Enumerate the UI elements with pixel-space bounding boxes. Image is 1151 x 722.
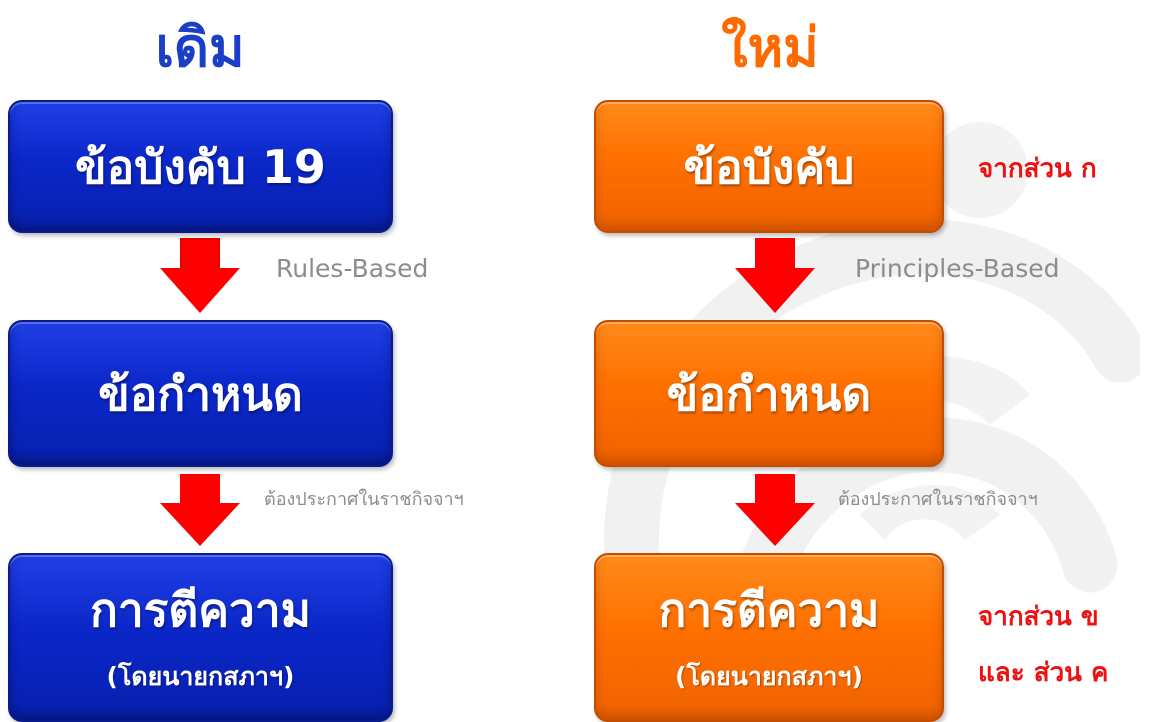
down-arrow-icon — [160, 474, 240, 546]
new-gazette-label: ต้องประกาศในราชกิจจาฯ — [838, 489, 1038, 510]
source-note-part-c: และ ส่วน ค — [978, 658, 1109, 688]
old-rules-label: ข้อบังคับ 19 — [75, 139, 326, 194]
old-heading: เดิม — [155, 16, 245, 79]
old-interpretation-label: การตีความ — [89, 582, 311, 637]
old-requirements-label: ข้อกำหนด — [98, 366, 303, 421]
new-rules-label: ข้อบังคับ — [683, 139, 855, 194]
source-note-part-a: จากส่วน ก — [978, 154, 1097, 184]
old-interpretation-box: การตีความ (โดยนายกสภาฯ) — [8, 553, 393, 722]
new-heading: ใหม่ — [721, 16, 819, 79]
down-arrow-icon — [735, 238, 815, 313]
old-interpretation-sublabel: (โดยนายกสภาฯ) — [106, 661, 295, 691]
new-interpretation-label: การตีความ — [658, 582, 880, 637]
rules-based-label: Rules-Based — [276, 254, 429, 283]
new-interpretation-sublabel: (โดยนายกสภาฯ) — [675, 661, 863, 691]
source-note-part-b: จากส่วน ข — [978, 602, 1099, 632]
old-rules-box: ข้อบังคับ 19 — [8, 100, 393, 233]
down-arrow-icon — [160, 238, 240, 313]
old-requirements-box: ข้อกำหนด — [8, 320, 393, 467]
new-requirements-box: ข้อกำหนด — [594, 320, 944, 467]
down-arrow-icon — [735, 474, 815, 546]
new-interpretation-box: การตีความ (โดยนายกสภาฯ) — [594, 553, 944, 722]
old-gazette-label: ต้องประกาศในราชกิจจาฯ — [264, 489, 464, 510]
new-requirements-label: ข้อกำหนด — [666, 366, 872, 421]
principles-based-label: Principles-Based — [855, 254, 1060, 283]
new-rules-box: ข้อบังคับ — [594, 100, 944, 233]
